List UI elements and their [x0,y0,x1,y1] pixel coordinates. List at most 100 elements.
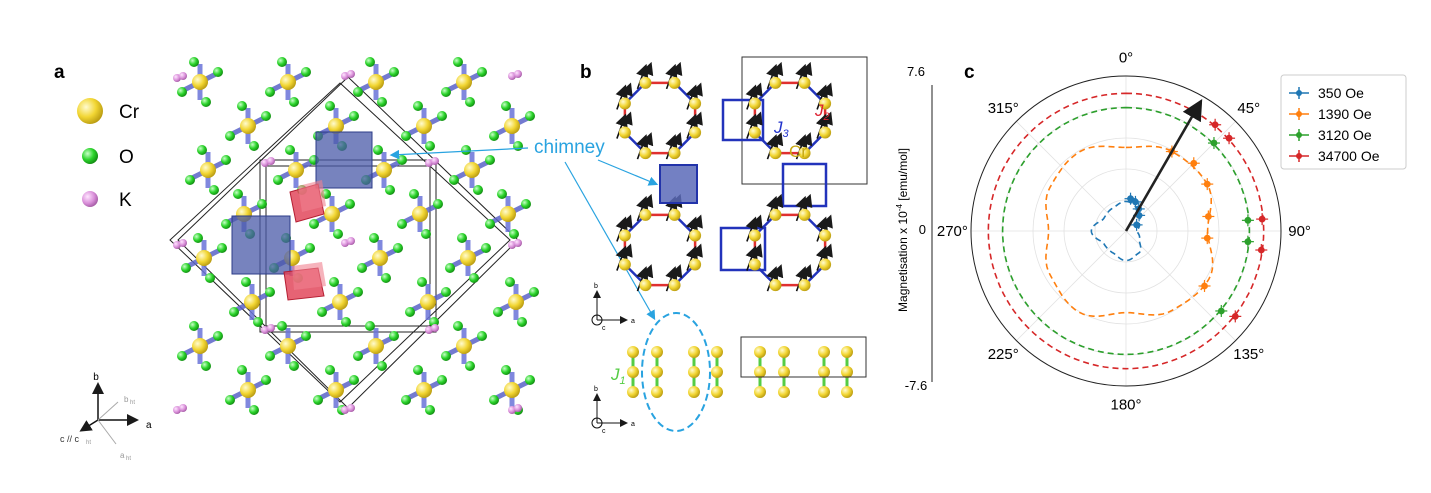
cr-atom [416,382,432,398]
o-atom [289,97,299,107]
data-point [1244,216,1252,224]
spin-arrow [665,63,678,90]
chimney-label: chimney [534,137,605,158]
cr-atom [819,229,832,242]
axis-b-ht-sub: ht [130,400,135,406]
j3-square [719,226,767,272]
spin-arrow [815,216,828,242]
o-atom [505,277,515,287]
spin-arrow [615,84,628,110]
spin-arrow [615,216,628,242]
o-atom [301,67,311,77]
o-atom [177,87,187,97]
o-atom [421,229,431,239]
o-atom [493,307,503,317]
cr-atom [639,279,652,292]
o-atom [357,263,367,273]
o-atom [285,145,295,155]
data-point [1225,134,1233,142]
cr-atom [192,338,208,354]
cr-atom [668,208,681,221]
o-atom [369,233,379,243]
cr-atom [651,386,663,398]
atom-legend: Cr O K [77,98,140,211]
series-curve [987,92,1265,370]
o-atom [209,185,219,195]
o-atom [401,395,411,405]
cr-atom [627,346,639,358]
o-atom [341,317,351,327]
y-tick-bottom: -7.6 [905,378,927,393]
o-atom [365,321,375,331]
angle-tick-label: 270° [937,223,968,240]
cr-atom [280,338,296,354]
cr-atom [818,366,830,378]
o-atom [409,189,419,199]
legend-label: 350 Oe [1318,85,1364,101]
spin-arrow [795,266,808,292]
cr-atom [778,366,790,378]
o-atom [461,145,471,155]
o-atom [329,277,339,287]
cr-atom [769,147,782,160]
cr-atom [818,346,830,358]
series-curve [1001,106,1251,356]
spin-arrow [685,84,698,110]
o-atom [425,405,435,415]
cr-atom [711,366,723,378]
o-atom [265,87,275,97]
o-atom [333,229,343,239]
o-atom [201,361,211,371]
o-atom [473,185,483,195]
o-atom [225,131,235,141]
o-atom [413,101,423,111]
o-atom [529,287,539,297]
cr-atom [754,386,766,398]
o-atom [389,331,399,341]
k-atom [514,70,522,78]
cr-label-b: Cr [789,142,807,161]
o-atom [465,97,475,107]
data-point [1217,307,1225,315]
polar-outer-ring [970,75,1282,387]
o-atom [237,101,247,111]
axis-a-ht-label: a [120,451,125,460]
cr-atom [618,97,631,110]
spin-arrow [636,63,649,90]
cr-atom [618,126,631,139]
cr-atom [504,118,520,134]
legend-label: 34700 Oe [1318,148,1380,164]
axes-b-bottom: b a c [591,386,635,435]
o-atom [469,273,479,283]
polar-grid-spoke [1125,121,1236,232]
o-atom [177,351,187,361]
axes-b-top: b a c [591,283,635,332]
axis-a-label: a [146,420,152,431]
cr-atom [754,346,766,358]
o-atom [317,307,327,317]
o-atom [225,395,235,405]
cr-atom [280,74,296,90]
axis-a-label-b2: a [631,421,635,428]
cr-atom [627,366,639,378]
o-atom [457,233,467,243]
o-atom [509,229,519,239]
o-atom [453,321,463,331]
data-point [1133,221,1140,229]
o-atom [477,331,487,341]
cr-atom [244,294,260,310]
o-atom [261,375,271,385]
o-atom [309,219,319,229]
magnetic-lattice [615,61,833,292]
o-atom [213,331,223,341]
cr-atom [748,258,761,271]
o-atom [445,263,455,273]
cr-atom [769,76,782,89]
o-atom [349,375,359,385]
spin-arrow [745,84,758,110]
spin-arrow [795,195,808,222]
cr-atom [748,97,761,110]
cr-atom [651,366,663,378]
cr-atom [651,346,663,358]
spin-arrow [815,113,828,139]
